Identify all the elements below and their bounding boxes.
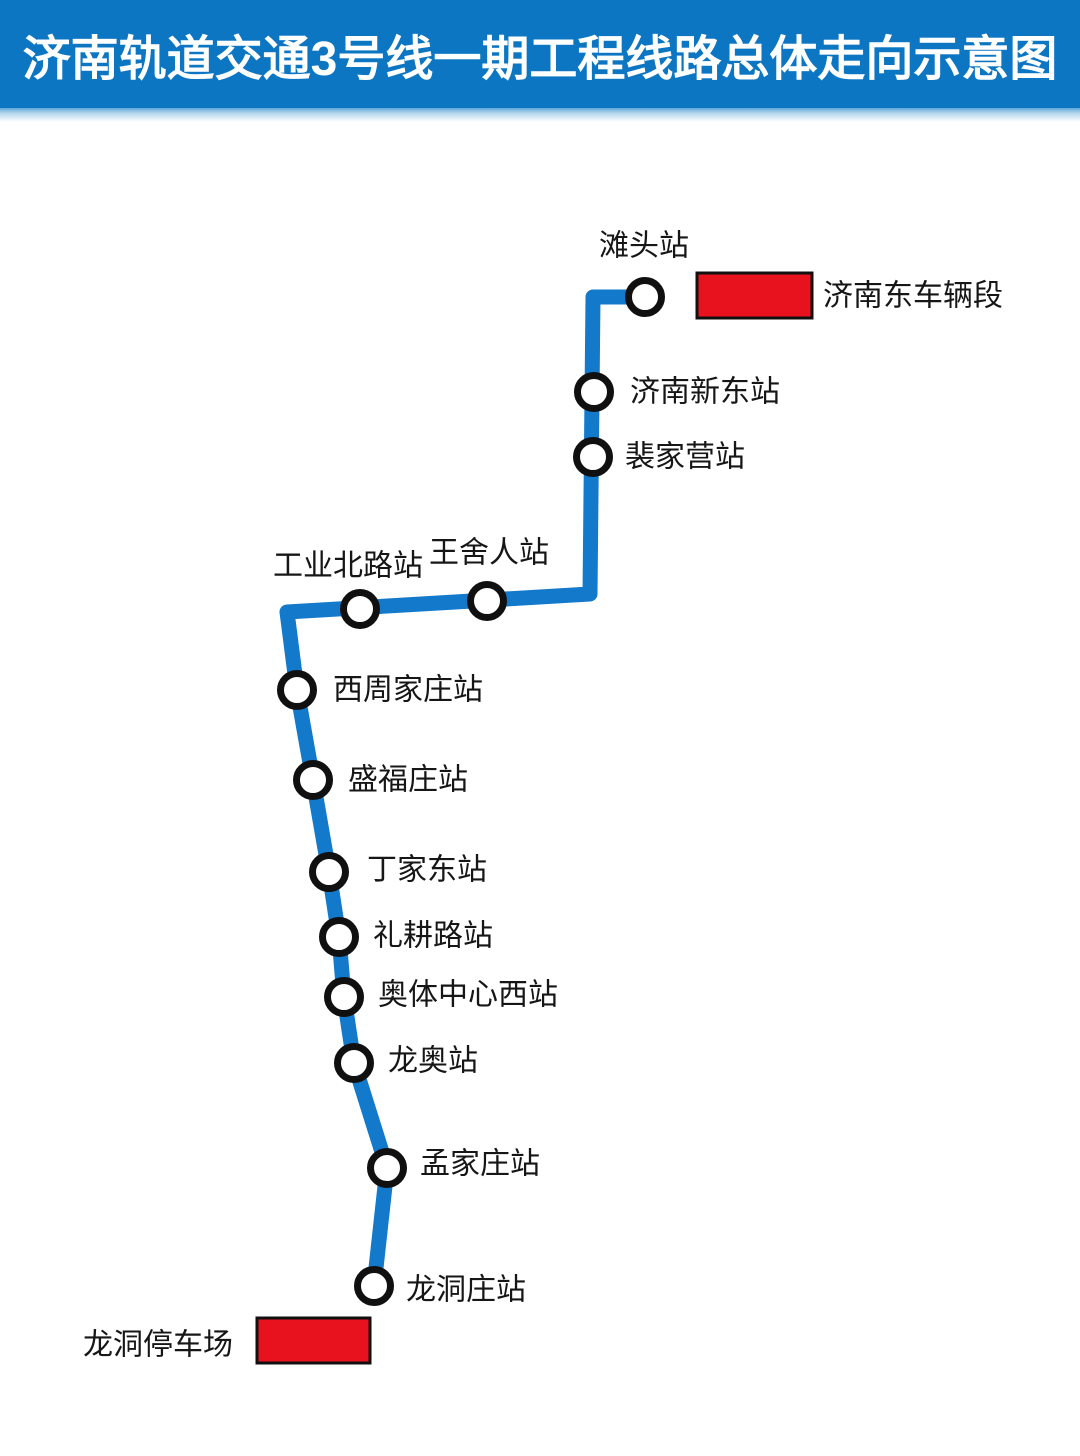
station-label: 孟家庄站 [420,1148,540,1181]
station-label: 龙洞庄站 [406,1274,526,1307]
station-dot [334,1043,374,1083]
station-label: 奥体中心西站 [378,979,558,1012]
station-label: 王舍人站 [429,537,549,570]
station-label: 工业北路站 [273,550,423,583]
station-dot [625,277,665,317]
station-label: 西周家庄站 [333,674,483,707]
depot-marker [695,271,814,320]
station-dot [354,1266,394,1306]
depot-label: 龙洞停车场 [83,1329,233,1362]
station-dot [467,581,507,621]
station-label: 盛福庄站 [348,764,468,797]
station-label: 济南新东站 [630,376,780,409]
title-banner: 济南轨道交通3号线一期工程线路总体走向示意图 [0,0,1080,108]
station-dot [324,977,364,1017]
title-banner-fade [0,108,1080,122]
depot-marker [255,1316,372,1365]
station-label: 滩头站 [599,230,689,263]
station-dot [367,1148,407,1188]
station-dot [319,917,359,957]
station-label: 礼耕路站 [373,920,493,953]
depot-label: 济南东车辆段 [823,280,1003,313]
station-dot [277,670,317,710]
station-dot [340,589,380,629]
station-label: 裴家营站 [625,441,745,474]
station-dot [293,760,333,800]
station-dot [573,437,613,477]
station-label: 丁家东站 [367,854,487,887]
station-label: 龙奥站 [388,1045,478,1078]
stations-layer: 滩头站济南新东站裴家营站王舍人站工业北路站西周家庄站盛福庄站丁家东站礼耕路站奥体… [273,230,780,1307]
station-dot [309,852,349,892]
page-title: 济南轨道交通3号线一期工程线路总体走向示意图 [22,33,1058,86]
station-dot [574,372,614,412]
